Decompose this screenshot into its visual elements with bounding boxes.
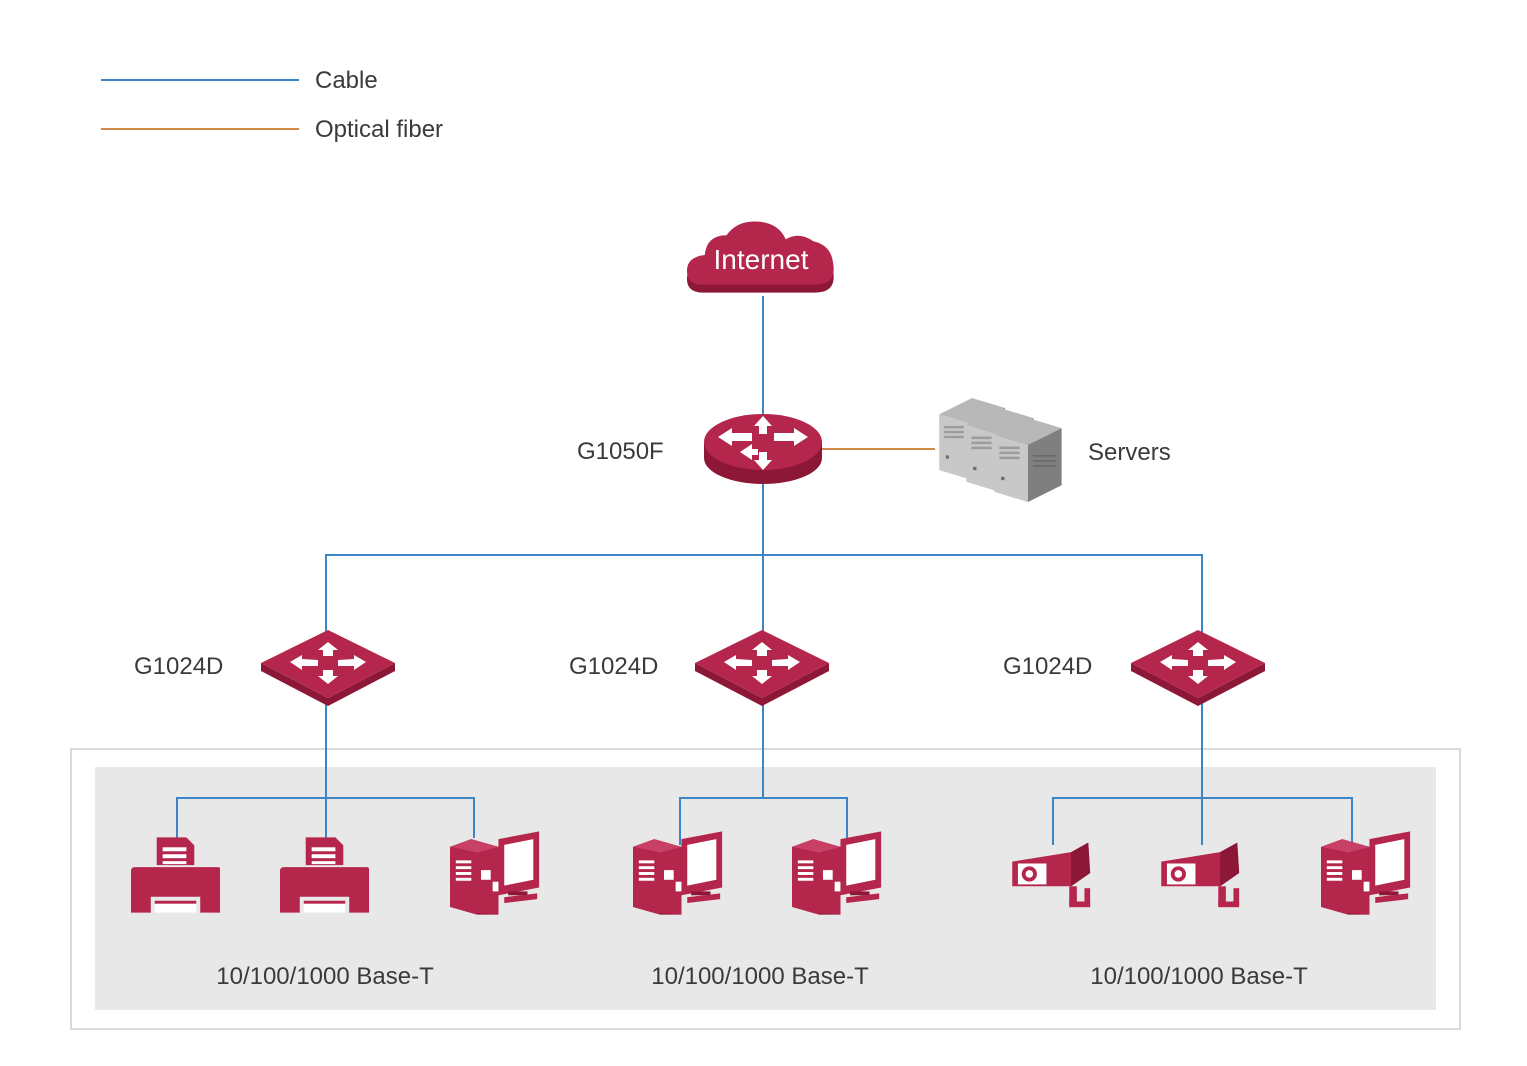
access-switch-1-label: G1024D xyxy=(134,653,223,680)
group-1-label: 10/100/1000 Base-T xyxy=(216,963,434,990)
fiber-legend-label: Optical fiber xyxy=(315,116,443,143)
group-3-label: 10/100/1000 Base-T xyxy=(1090,963,1308,990)
cable-group2-bus xyxy=(679,797,848,845)
access-switches: G1024D G1024D xyxy=(134,630,1265,706)
switch-icon xyxy=(695,630,829,706)
group-3: 10/100/1000 Base-T xyxy=(1012,831,1411,990)
access-switch-2-label: G1024D xyxy=(569,653,658,680)
internet-label: Internet xyxy=(714,244,809,275)
group-2-label: 10/100/1000 Base-T xyxy=(651,963,869,990)
internet-node: Internet xyxy=(686,221,834,293)
cable-group3-bus xyxy=(1052,797,1353,845)
core-switch-label: G1050F xyxy=(577,438,664,465)
cable-legend-label: Cable xyxy=(315,67,378,94)
core-switch-icon xyxy=(704,414,822,484)
group-2: 10/100/1000 Base-T xyxy=(633,831,882,990)
switch-icon xyxy=(261,630,395,706)
servers-node: Servers xyxy=(939,398,1171,502)
server-rack-icon xyxy=(939,398,1062,502)
cable-distribution-bus xyxy=(325,554,1203,640)
access-switch-3-label: G1024D xyxy=(1003,653,1092,680)
cable-group1-bus xyxy=(176,797,475,838)
servers-label: Servers xyxy=(1088,439,1171,466)
connections xyxy=(176,296,1353,845)
core-switch-node: G1050F xyxy=(577,414,822,484)
access-switch-1: G1024D xyxy=(134,630,395,706)
access-switch-3: G1024D xyxy=(1003,630,1265,706)
legend: Cable Optical fiber xyxy=(101,67,443,143)
switch-icon xyxy=(1131,630,1265,706)
group-1: 10/100/1000 Base-T xyxy=(131,831,540,990)
access-switch-2: G1024D xyxy=(569,630,829,706)
